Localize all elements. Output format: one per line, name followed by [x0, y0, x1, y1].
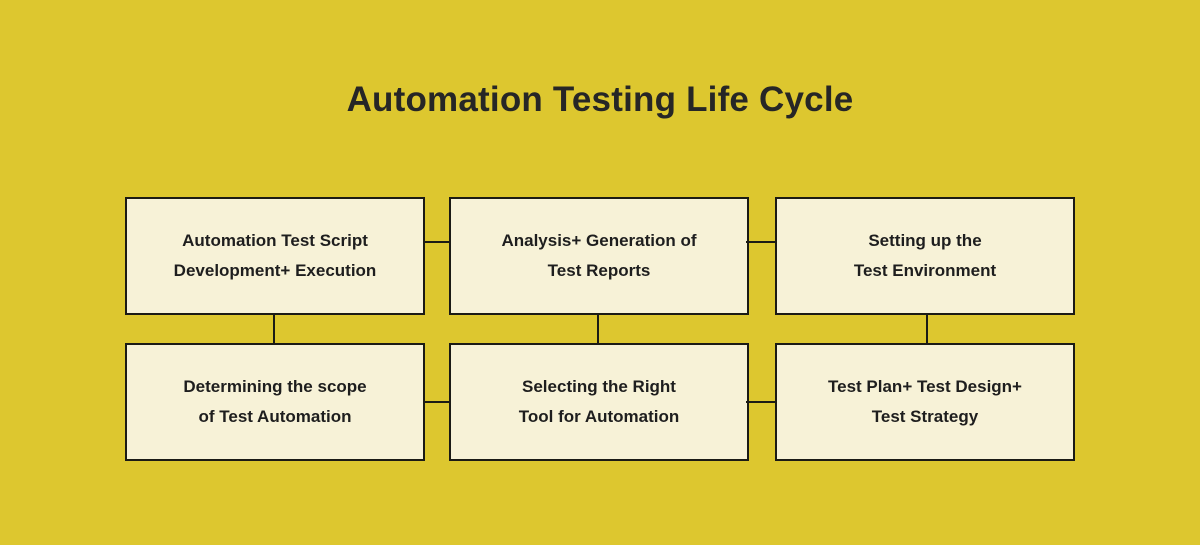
flow-box-test-plan-design-strategy: Test Plan+ Test Design+ Test Strategy [775, 343, 1075, 461]
box-text-line: Setting up the [868, 231, 982, 250]
box-text-line: Test Strategy [871, 407, 979, 426]
box-text-line: Automation Test Script [182, 231, 368, 250]
box-text-line: Tool for Automation [518, 407, 680, 426]
box-text-line: Determining the scope [183, 377, 367, 396]
box-text-line: of Test Automation [198, 407, 352, 426]
connector-box1-box2 [423, 241, 451, 243]
box-text-line: Selecting the Right [522, 377, 676, 396]
flow-box-analysis-generation-reports: Analysis+ Generation of Test Reports [449, 197, 749, 315]
flow-box-determining-scope: Determining the scope of Test Automation [125, 343, 425, 461]
box-text-line: Test Reports [547, 261, 651, 280]
flow-box-automation-test-script: Automation Test Script Development+ Exec… [125, 197, 425, 315]
box-text-line: Test Plan+ Test Design+ [828, 377, 1022, 396]
connector-box2-box3 [746, 241, 777, 243]
box-text-line: Development+ Execution [173, 261, 377, 280]
connector-box5-box6 [746, 401, 777, 403]
box-text-line: Test Environment [853, 261, 997, 280]
flow-box-setting-up-environment: Setting up the Test Environment [775, 197, 1075, 315]
connector-box2-box5 [597, 314, 599, 345]
flow-box-selecting-right-tool: Selecting the Right Tool for Automation [449, 343, 749, 461]
connector-box4-box5 [423, 401, 451, 403]
connector-box3-box6 [926, 314, 928, 345]
page-title: Automation Testing Life Cycle [346, 80, 854, 119]
connector-box1-box4 [273, 314, 275, 345]
box-text-line: Analysis+ Generation of [501, 231, 697, 250]
